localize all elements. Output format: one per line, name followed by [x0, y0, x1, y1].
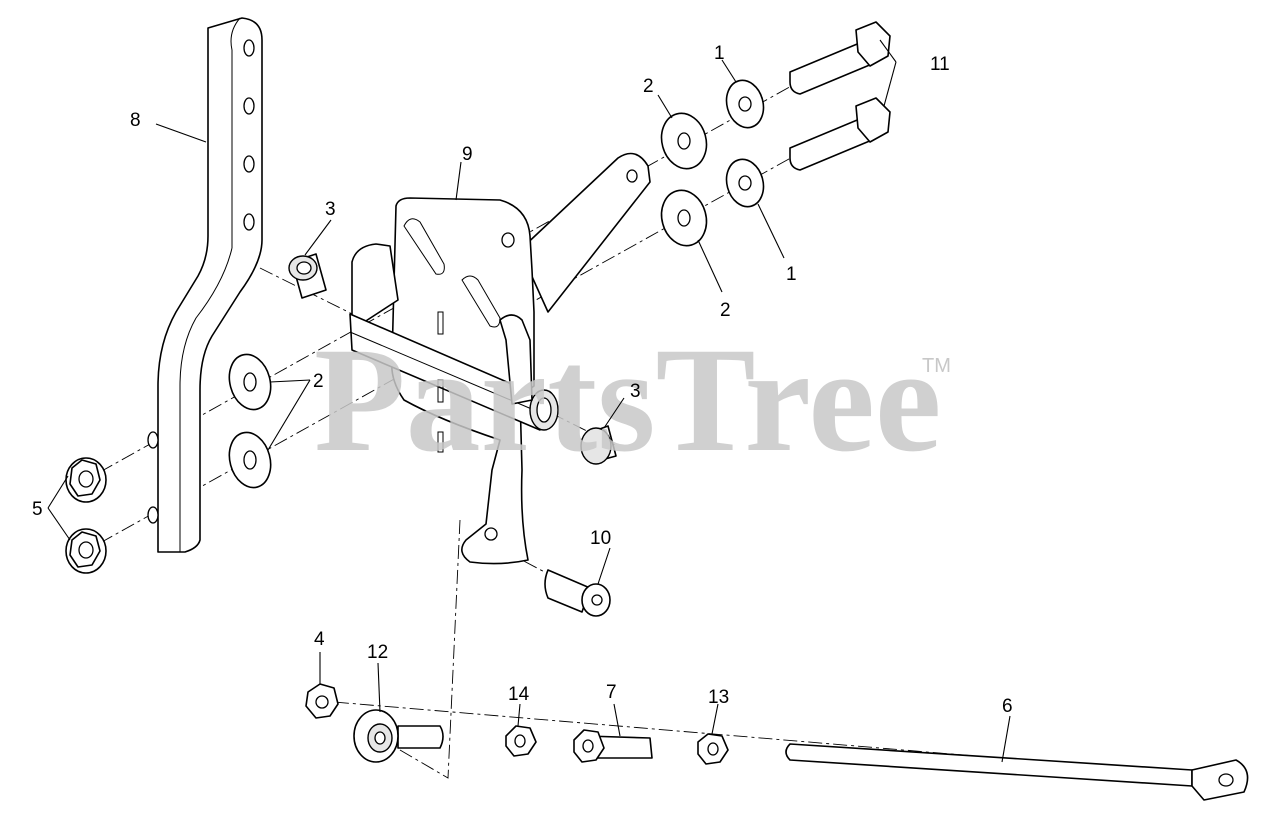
part-5-flange-nuts	[65, 457, 107, 574]
watermark-trademark: TM	[922, 355, 951, 377]
callout-12: 12	[367, 642, 388, 663]
callout-7: 7	[606, 682, 617, 703]
part-3-bushings	[288, 253, 617, 465]
part-10-shoulder-bolt	[544, 569, 611, 617]
callout-3-upper: 3	[325, 199, 336, 220]
callout-6: 6	[1002, 696, 1013, 717]
callout-labels: 1 1 2 2 2 3 3 4 5 6 7 8 9 10 11 12 13 14	[32, 43, 1013, 717]
part-12-rod-end	[353, 709, 444, 763]
callout-4: 4	[314, 629, 325, 650]
part-11-bolts	[789, 21, 891, 171]
part-9-pivot-bracket	[349, 152, 651, 565]
callout-3-lower: 3	[630, 381, 641, 402]
part-7-coupler	[573, 729, 653, 763]
part-14-jam-nut	[505, 725, 537, 757]
callout-1-lower: 1	[786, 264, 797, 285]
callout-13: 13	[708, 687, 729, 708]
part-2-washers-right	[660, 112, 708, 247]
watermark-text: PartsTree	[314, 317, 941, 483]
part-6-rod	[785, 743, 1249, 801]
part-13-nut	[697, 733, 729, 765]
callout-2-upper: 2	[643, 76, 654, 97]
part-2-washers-left	[228, 353, 272, 489]
callout-9: 9	[462, 144, 473, 165]
part-8-lift-arm	[147, 17, 263, 553]
callout-14: 14	[508, 684, 530, 705]
callout-8: 8	[130, 110, 141, 131]
callout-2-left: 2	[313, 371, 324, 392]
callout-2-lower: 2	[720, 300, 731, 321]
partstree-watermark: PartsTree TM	[314, 317, 951, 483]
part-4-nut	[305, 683, 339, 719]
callout-10: 10	[590, 528, 611, 549]
callout-leaders	[47, 39, 1011, 763]
callout-1-upper: 1	[714, 43, 725, 64]
callout-5: 5	[32, 499, 43, 520]
callout-11: 11	[930, 54, 950, 75]
part-1-washers	[725, 79, 765, 208]
